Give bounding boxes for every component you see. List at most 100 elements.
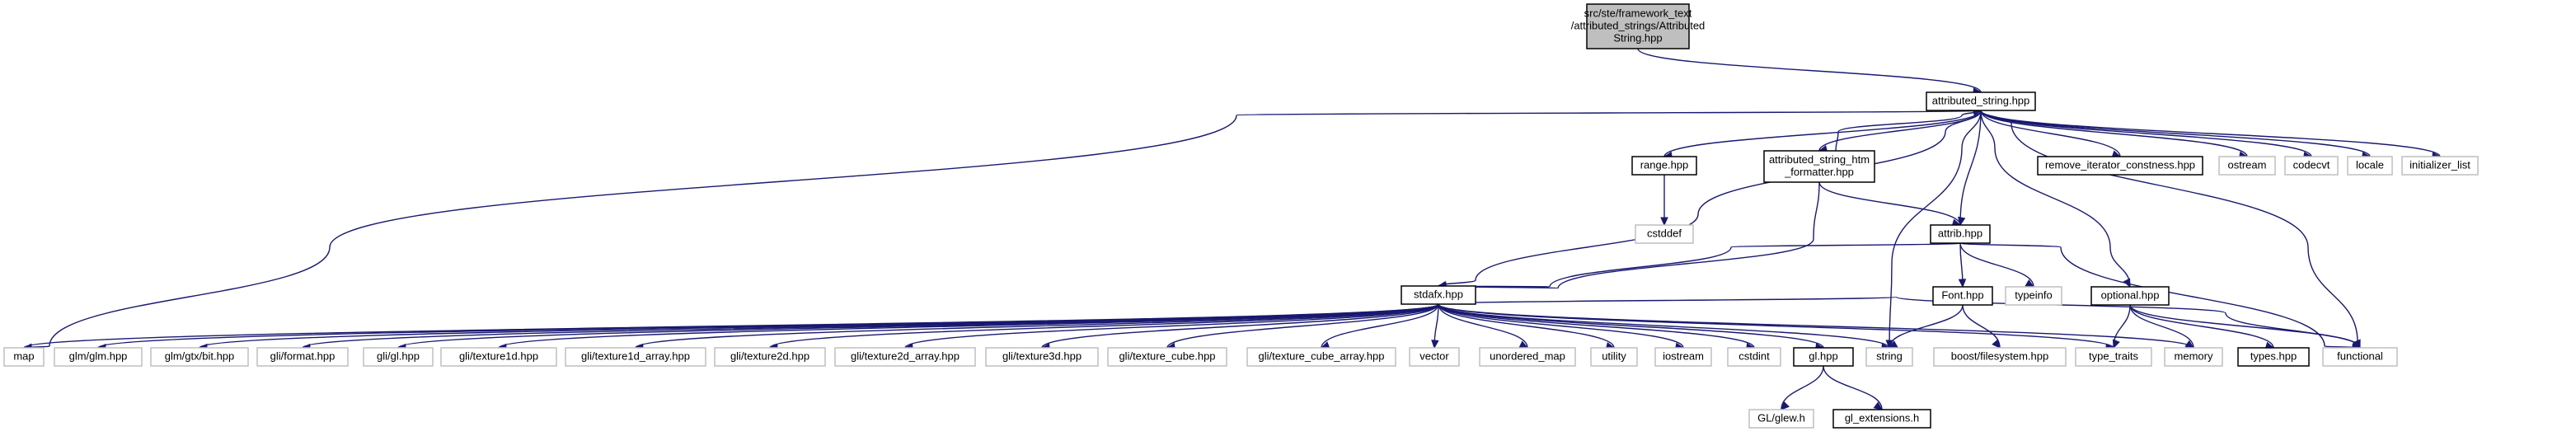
node-box (1865, 347, 1913, 367)
edge-stdafx-to-unordered_map (1438, 303, 1528, 349)
edge-attributed_string-to-htm_formatter (1818, 110, 1982, 152)
edge-stdafx-to-memory (1438, 303, 2194, 349)
node-box (440, 347, 557, 367)
edge-arrowhead (1958, 279, 1967, 288)
node-box (2005, 286, 2062, 306)
node-box (2090, 286, 2170, 306)
node-gl[interactable]: gl.hpp (1793, 347, 1854, 367)
node-label: string (1876, 350, 1903, 363)
node-box (1727, 347, 1781, 367)
node-label: optional.hpp (2101, 289, 2160, 302)
edge-root-to-attributed_string (1637, 48, 1982, 93)
node-attributed_string[interactable]: attributed_string.hpp (1926, 91, 2036, 111)
node-label: attributed_string_htm (1769, 153, 1870, 166)
node-attrib[interactable]: attrib.hpp (1930, 224, 1991, 244)
node-label: gli/texture2d_array.hpp (851, 350, 960, 363)
node-string: string (1865, 347, 1913, 367)
node-utility: utility (1590, 347, 1638, 367)
node-iostream: iostream (1654, 347, 1712, 367)
node-box (2218, 156, 2276, 176)
node-label: map (13, 350, 34, 363)
node-typeinfo: typeinfo (2005, 286, 2062, 306)
edge-stdafx-to-iostream (1438, 303, 1684, 349)
node-label: memory (2175, 350, 2213, 363)
edge-optional-to-types (2129, 304, 2274, 349)
node-gli_tex1d: gli/texture1d.hpp (440, 347, 557, 367)
node-label: boost/filesystem.hpp (1951, 350, 2049, 363)
node-htm_formatter[interactable]: attributed_string_htm_formatter.hpp (1763, 150, 1875, 183)
node-box (256, 347, 349, 367)
node-gli_format: gli/format.hpp (256, 347, 349, 367)
node-box (1409, 347, 1460, 367)
node-optional[interactable]: optional.hpp (2090, 286, 2170, 306)
node-font[interactable]: Font.hpp (1932, 286, 1993, 306)
node-remove_iterator[interactable]: remove_iterator_constness.hpp (2037, 156, 2203, 176)
node-label: range.hpp (1640, 159, 1689, 171)
node-box (2237, 347, 2310, 367)
node-type_traits: type_traits (2075, 347, 2152, 367)
node-stdafx[interactable]: stdafx.hpp (1401, 285, 1476, 305)
node-label: cstdint (1738, 350, 1770, 363)
node-cstddef: cstddef (1635, 224, 1694, 244)
edge-stdafx-to-glm_bit (199, 303, 1439, 349)
node-label: gli/texture_cube_array.hpp (1259, 350, 1385, 363)
node-box (2075, 347, 2152, 367)
edge-arrowhead (1431, 340, 1439, 349)
node-memory: memory (2164, 347, 2223, 367)
edge-attributed_string-to-attrib (1959, 110, 1982, 226)
edge-stdafx-to-map (23, 303, 1439, 349)
node-gl_ext[interactable]: gl_extensions.h (1832, 409, 1931, 429)
node-box (363, 347, 434, 367)
node-box (2037, 156, 2203, 176)
node-range[interactable]: range.hpp (1631, 156, 1697, 176)
node-label: String.hpp (1613, 32, 1662, 45)
node-label: type_traits (2089, 350, 2138, 363)
node-label: ostream (2228, 159, 2267, 171)
edge-optional-to-memory (2129, 304, 2194, 349)
edge-stdafx-to-gli_cube (1166, 303, 1439, 349)
node-label: initializer_list (2409, 159, 2470, 171)
edge-stdafx-to-gl (1438, 303, 1824, 349)
node-root[interactable]: src/ste/framework_text/attributed_string… (1571, 3, 1706, 49)
node-types[interactable]: types.hpp (2237, 347, 2310, 367)
node-ostream: ostream (2218, 156, 2276, 176)
node-label: iostream (1663, 350, 1704, 363)
node-label: gli/texture1d_array.hpp (581, 350, 690, 363)
node-label: unordered_map (1490, 350, 1565, 363)
node-box (1763, 150, 1875, 183)
node-box (1246, 347, 1396, 367)
node-label: gl_extensions.h (1845, 412, 1919, 424)
node-box (1654, 347, 1712, 367)
edge-stdafx-to-cstdint (1438, 303, 1755, 349)
edge-attributed_string-to-map (23, 110, 1982, 349)
node-box (714, 347, 826, 367)
edge-htm_formatter-to-attributed_string (1835, 110, 1982, 152)
node-label: glm/gtx/bit.hpp (165, 350, 235, 363)
node-label: utility (1602, 350, 1626, 363)
node-label: gli/texture3d.hpp (1002, 350, 1082, 363)
node-gli_cube_arr: gli/texture_cube_array.hpp (1246, 347, 1396, 367)
edge-gl-to-gl_ext (1823, 365, 1883, 410)
node-map: map (3, 347, 45, 367)
node-label: gli/gl.hpp (377, 350, 420, 363)
node-initializer_list: initializer_list (2401, 156, 2479, 176)
node-label: types.hpp (2250, 350, 2297, 363)
node-gli_cube: gli/texture_cube.hpp (1107, 347, 1227, 367)
node-box (1793, 347, 1854, 367)
edge-stdafx-to-type_traits (1438, 303, 2114, 349)
node-cstdint: cstdint (1727, 347, 1781, 367)
node-box (2322, 347, 2398, 367)
edge-attributed_string-to-locale (1980, 110, 2371, 157)
edge-font-to-string (1889, 304, 1964, 349)
node-gli_tex1d_arr: gli/texture1d_array.hpp (565, 347, 706, 367)
edge-stdafx-to-gli_tex2d (769, 303, 1439, 349)
node-label: gli/texture2d.hpp (730, 350, 809, 363)
edge-stdafx-to-gli_cube_arr (1321, 303, 1439, 349)
edge-attributed_string-to-string (1889, 110, 1982, 349)
node-box (150, 347, 249, 367)
node-label: attrib.hpp (1938, 227, 1982, 240)
edge-stdafx-to-utility (1438, 303, 1615, 349)
edge-arrowhead (1992, 339, 2001, 349)
node-box (1631, 156, 1697, 176)
node-unordered_map: unordered_map (1479, 347, 1576, 367)
